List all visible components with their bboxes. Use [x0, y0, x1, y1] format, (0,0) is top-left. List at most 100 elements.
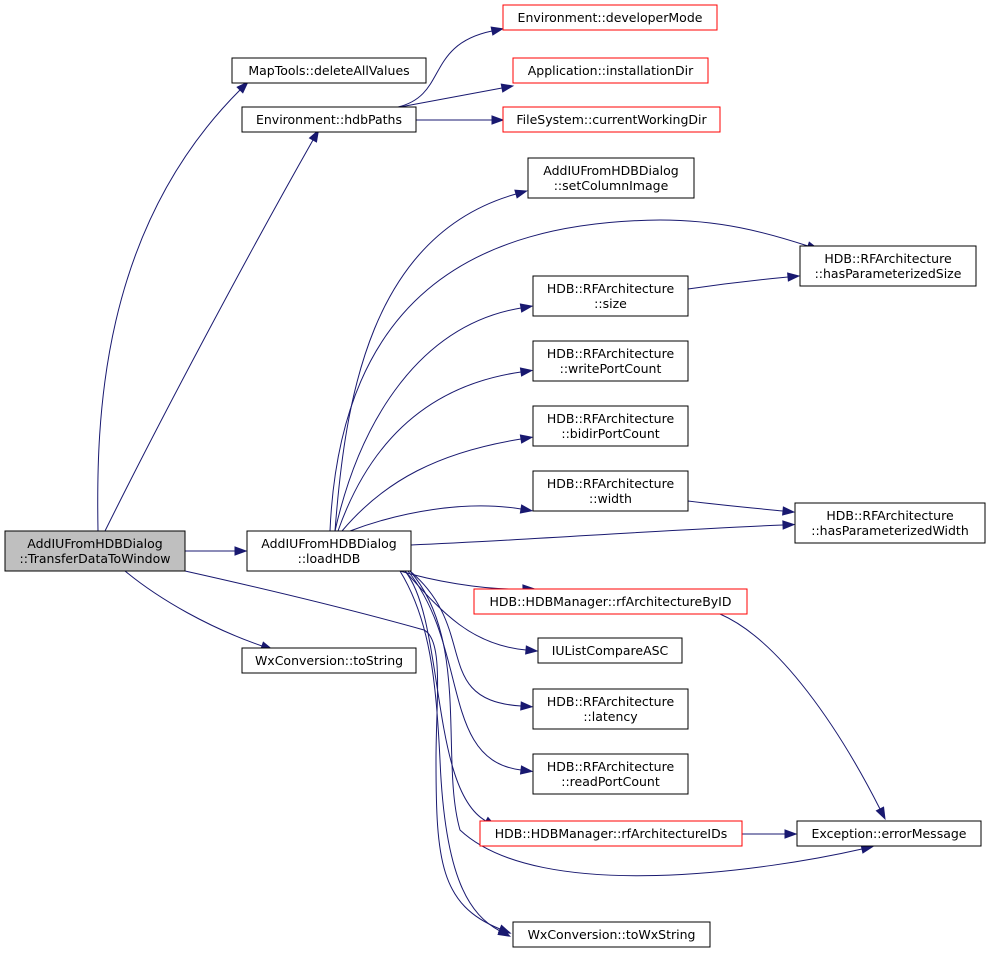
node-label: ::width: [589, 491, 632, 506]
edge-loadhdb-to-latency: [409, 570, 534, 711]
node-label: HDB::RFArchitecture: [547, 346, 675, 361]
edge-loadhdb-to-haspwidth: [410, 520, 796, 546]
node-rfids[interactable]: HDB::HDBManager::rfArchitectureIDs: [479, 820, 743, 847]
node-label: HDB::RFArchitecture: [547, 411, 675, 426]
edge-width-to-haspwidth: [687, 500, 796, 516]
node-box: [241, 106, 417, 133]
node-box: [473, 588, 748, 615]
node-box: [241, 647, 417, 674]
node-label: WxConversion::toString: [255, 653, 403, 668]
node-box: [512, 57, 709, 84]
node-readpc[interactable]: HDB::RFArchitecture::readPortCount: [532, 753, 689, 795]
node-devmode[interactable]: Environment::developerMode: [502, 4, 718, 31]
edge-loadhdb-to-width: [349, 504, 534, 532]
node-haspsize[interactable]: HDB::RFArchitecture::hasParameterizedSiz…: [799, 245, 977, 287]
node-writepc[interactable]: HDB::RFArchitecture::writePortCount: [532, 340, 689, 382]
edge-size-to-haspsize: [687, 272, 801, 290]
node-loadhdb[interactable]: AddIUFromHDBDialog::loadHDB: [246, 530, 412, 572]
node-label: HDB::HDBManager::rfArchitectureByID: [490, 594, 732, 609]
node-towx[interactable]: WxConversion::toWxString: [512, 921, 711, 948]
edge-loadhdb-to-readpc: [407, 570, 534, 775]
node-label: ::latency: [583, 709, 638, 724]
node-bidirpc[interactable]: HDB::RFArchitecture::bidirPortCount: [532, 405, 689, 447]
node-label: ::hasParameterizedSize: [815, 266, 962, 281]
node-label: HDB::HDBManager::rfArchitectureIDs: [495, 826, 728, 841]
node-label: Environment::developerMode: [518, 10, 703, 25]
node-label: HDB::RFArchitecture: [547, 759, 675, 774]
edge-rfids-to-errmsg: [741, 829, 798, 839]
edge-loadhdb-to-writepc: [337, 367, 534, 532]
edge-loadhdb-to-towx: [399, 570, 511, 937]
node-box: [532, 275, 689, 317]
node-box: [532, 470, 689, 512]
node-box: [512, 921, 711, 948]
node-label: HDB::RFArchitecture: [547, 476, 675, 491]
edge-loadhdb-to-bidirpc: [341, 434, 534, 532]
node-label: Exception::errorMessage: [812, 826, 967, 841]
node-size[interactable]: HDB::RFArchitecture::size: [532, 275, 689, 317]
edge-rfbyid-to-errmsg: [719, 613, 886, 821]
edge-root-to-towx: [184, 570, 512, 934]
node-width[interactable]: HDB::RFArchitecture::width: [532, 470, 689, 512]
node-box: [479, 820, 743, 847]
node-label: HDB::RFArchitecture: [547, 694, 675, 709]
node-box: [532, 753, 689, 795]
node-label: MapTools::deleteAllValues: [248, 63, 409, 78]
node-rfbyid[interactable]: HDB::HDBManager::rfArchitectureByID: [473, 588, 748, 615]
node-box: [537, 637, 683, 664]
edge-hdbpaths-to-devmode: [397, 26, 505, 108]
node-box: [4, 530, 186, 572]
edge-loadhdb-to-setcol: [334, 189, 528, 532]
node-label: AddIUFromHDBDialog: [261, 536, 396, 551]
node-box: [532, 405, 689, 447]
node-label: AddIUFromHDBDialog: [543, 163, 678, 178]
node-box: [532, 340, 689, 382]
node-label: WxConversion::toWxString: [528, 927, 696, 942]
node-label: FileSystem::currentWorkingDir: [516, 112, 707, 127]
node-label: ::loadHDB: [298, 551, 361, 566]
node-box: [502, 106, 721, 133]
edge-hdbpaths-to-instdir: [399, 83, 515, 108]
edge-root-to-loadhdb: [185, 546, 248, 556]
node-box: [502, 4, 718, 31]
node-cwd[interactable]: FileSystem::currentWorkingDir: [502, 106, 721, 133]
node-label: ::hasParameterizedWidth: [811, 523, 969, 538]
node-label: ::size: [594, 296, 627, 311]
node-hdbpaths[interactable]: Environment::hdbPaths: [241, 106, 417, 133]
node-setcol[interactable]: AddIUFromHDBDialog::setColumnImage: [527, 157, 695, 199]
node-box: [231, 57, 427, 84]
edge-loadhdb-to-size: [334, 303, 534, 532]
edge-root-to-wxtostr: [124, 570, 274, 651]
node-label: ::bidirPortCount: [561, 426, 659, 441]
node-root[interactable]: AddIUFromHDBDialog::TransferDataToWindow: [4, 530, 186, 572]
node-box: [527, 157, 695, 199]
edge-root-to-mapdel: [97, 81, 249, 532]
node-label: AddIUFromHDBDialog: [27, 536, 162, 551]
node-label: ::TransferDataToWindow: [20, 551, 171, 566]
node-box: [532, 688, 689, 730]
node-wxtostr[interactable]: WxConversion::toString: [241, 647, 417, 674]
edge-hdbpaths-to-cwd: [416, 115, 505, 125]
node-haspwidth[interactable]: HDB::RFArchitecture::hasParameterizedWid…: [794, 502, 986, 544]
node-label: HDB::RFArchitecture: [547, 281, 675, 296]
node-label: Application::installationDir: [528, 63, 694, 78]
node-errmsg[interactable]: Exception::errorMessage: [796, 820, 982, 847]
node-box: [246, 530, 412, 572]
node-instdir[interactable]: Application::installationDir: [512, 57, 709, 84]
node-label: IUListCompareASC: [552, 643, 669, 658]
node-mapdel[interactable]: MapTools::deleteAllValues: [231, 57, 427, 84]
node-latency[interactable]: HDB::RFArchitecture::latency: [532, 688, 689, 730]
node-label: Environment::hdbPaths: [256, 112, 402, 127]
node-label: ::writePortCount: [560, 361, 662, 376]
node-label: HDB::RFArchitecture: [826, 508, 954, 523]
node-label: HDB::RFArchitecture: [824, 251, 952, 266]
node-box: [796, 820, 982, 847]
node-iulist[interactable]: IUListCompareASC: [537, 637, 683, 664]
edge-root-to-hdbpaths: [104, 129, 320, 532]
call-edges: [97, 26, 886, 937]
function-nodes: AddIUFromHDBDialog::TransferDataToWindow…: [4, 4, 986, 948]
node-box: [794, 502, 986, 544]
node-box: [799, 245, 977, 287]
node-label: ::setColumnImage: [554, 178, 669, 193]
